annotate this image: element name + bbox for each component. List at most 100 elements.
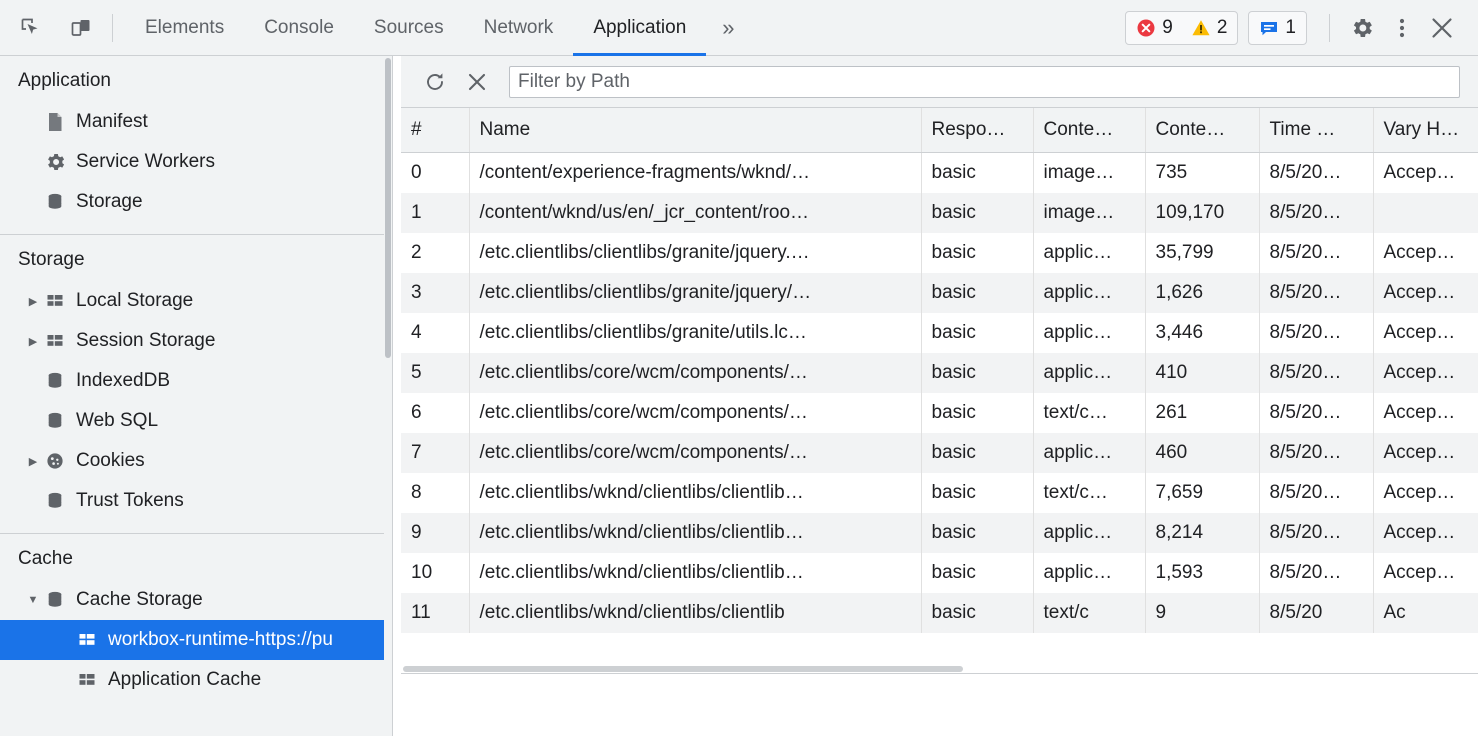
sidebar-item-workbox-runtime-https-pu[interactable]: ▶workbox-runtime-https://pu bbox=[0, 620, 392, 660]
cell-content-length: 35,799 bbox=[1145, 233, 1260, 273]
cell-content-length: 1,626 bbox=[1145, 273, 1260, 313]
sidebar-item-label: Trust Tokens bbox=[76, 490, 184, 511]
table-row[interactable]: 6/etc.clientlibs/core/wcm/components/…ba… bbox=[401, 393, 1478, 433]
sidebar-item-cookies[interactable]: ▶Cookies bbox=[0, 441, 392, 481]
cell-name: /etc.clientlibs/clientlibs/granite/utils… bbox=[469, 313, 922, 353]
tab-label: Console bbox=[264, 16, 334, 38]
cell-response-type: basic bbox=[921, 553, 1034, 593]
table-row[interactable]: 8/etc.clientlibs/wknd/clientlibs/clientl… bbox=[401, 473, 1478, 513]
cell-name: /etc.clientlibs/clientlibs/granite/jquer… bbox=[469, 273, 922, 313]
cell-name: /etc.clientlibs/wknd/clientlibs/clientli… bbox=[469, 593, 922, 633]
cell-index: 2 bbox=[401, 233, 470, 273]
chevron-right-icon[interactable]: ▶ bbox=[28, 335, 38, 348]
column-header-time-cached[interactable]: Time … bbox=[1259, 108, 1374, 153]
table-row[interactable]: 5/etc.clientlibs/core/wcm/components/…ba… bbox=[401, 353, 1478, 393]
cell-name: /etc.clientlibs/clientlibs/granite/jquer… bbox=[469, 233, 922, 273]
table-row[interactable]: 2/etc.clientlibs/clientlibs/granite/jque… bbox=[401, 233, 1478, 273]
more-tabs-icon[interactable]: » bbox=[706, 0, 750, 56]
device-toolbar-icon[interactable] bbox=[64, 11, 98, 45]
cache-entries-grid-wrapper: # Name Respo… Conte… Conte… Time … Vary … bbox=[401, 108, 1478, 674]
chevron-down-icon[interactable]: ▼ bbox=[27, 594, 39, 606]
table-row[interactable]: 1/content/wknd/us/en/_jcr_content/roo…ba… bbox=[401, 193, 1478, 233]
cell-vary-header: Accep… bbox=[1373, 553, 1478, 593]
tab-label: Elements bbox=[145, 16, 225, 38]
cell-content-type: applic… bbox=[1033, 513, 1146, 553]
messages-counter[interactable]: 1 bbox=[1248, 10, 1307, 45]
delete-x-icon[interactable] bbox=[459, 64, 495, 100]
cell-response-type: basic bbox=[921, 513, 1034, 553]
column-header-content-length[interactable]: Conte… bbox=[1145, 108, 1260, 153]
devtools-toolbar: Elements Console Sources Network Applica… bbox=[0, 0, 1478, 56]
filter-by-path-input[interactable] bbox=[509, 65, 1460, 98]
toolbar-right-icons: 9 2 bbox=[1125, 8, 1478, 48]
tab-network[interactable]: Network bbox=[464, 0, 574, 56]
cell-vary-header: Accep… bbox=[1373, 152, 1478, 193]
cell-index: 1 bbox=[401, 193, 470, 233]
sidebar-item-service-workers[interactable]: ▶Service Workers bbox=[0, 142, 392, 182]
toolbar-divider-right bbox=[1329, 13, 1330, 42]
table-icon bbox=[42, 290, 68, 312]
column-header-content-type[interactable]: Conte… bbox=[1033, 108, 1146, 153]
table-row[interactable]: 7/etc.clientlibs/core/wcm/components/…ba… bbox=[401, 433, 1478, 473]
cache-entry-preview-pane bbox=[401, 674, 1478, 736]
table-row[interactable]: 4/etc.clientlibs/clientlibs/granite/util… bbox=[401, 313, 1478, 353]
tab-application[interactable]: Application bbox=[573, 0, 707, 56]
sidebar-item-trust-tokens[interactable]: ▶Trust Tokens bbox=[0, 481, 392, 521]
cell-time-cached: 8/5/20… bbox=[1259, 193, 1374, 233]
sidebar-item-session-storage[interactable]: ▶ Session Storage bbox=[0, 321, 392, 361]
column-header-response-type[interactable]: Respo… bbox=[921, 108, 1034, 153]
refresh-icon[interactable] bbox=[417, 64, 453, 100]
warning-icon bbox=[1191, 18, 1211, 38]
cell-vary-header: Accep… bbox=[1373, 313, 1478, 353]
grid-header: # Name Respo… Conte… Conte… Time … Vary … bbox=[401, 108, 1478, 153]
cell-content-length: 1,593 bbox=[1145, 553, 1260, 593]
sidebar-item-label: Manifest bbox=[76, 111, 148, 132]
message-count: 1 bbox=[1285, 16, 1296, 38]
column-header-vary-header[interactable]: Vary H… bbox=[1373, 108, 1478, 153]
cell-vary-header: Ac bbox=[1373, 593, 1478, 633]
cell-index: 0 bbox=[401, 152, 470, 193]
sidebar-item-application-cache[interactable]: ▶Application Cache bbox=[0, 660, 392, 700]
sidebar-item-cache-storage[interactable]: ▼Cache Storage bbox=[0, 580, 392, 620]
cell-time-cached: 8/5/20… bbox=[1259, 393, 1374, 433]
sidebar-scrollbar[interactable] bbox=[384, 56, 392, 736]
tab-elements[interactable]: Elements bbox=[125, 0, 244, 56]
table-row[interactable]: 9/etc.clientlibs/wknd/clientlibs/clientl… bbox=[401, 513, 1478, 553]
issues-counter[interactable]: 9 2 bbox=[1125, 10, 1239, 45]
cell-content-length: 410 bbox=[1145, 353, 1260, 393]
sidebar-item-indexeddb[interactable]: ▶IndexedDB bbox=[0, 361, 392, 401]
chevron-right-icon[interactable]: ▶ bbox=[28, 295, 38, 308]
cell-vary-header bbox=[1373, 193, 1478, 233]
database-icon bbox=[42, 370, 68, 392]
sidebar-item-manifest[interactable]: ▶Manifest bbox=[0, 102, 392, 142]
tab-sources[interactable]: Sources bbox=[354, 0, 464, 56]
chevron-right-icon[interactable]: ▶ bbox=[28, 455, 38, 468]
table-row[interactable]: 0/content/experience-fragments/wknd/…bas… bbox=[401, 152, 1478, 193]
three-dots-vertical-icon[interactable] bbox=[1382, 8, 1422, 48]
cell-vary-header: Accep… bbox=[1373, 473, 1478, 513]
grid-horizontal-scrollbar-thumb[interactable] bbox=[403, 666, 963, 672]
table-row[interactable]: 11/etc.clientlibs/wknd/clientlibs/client… bbox=[401, 593, 1478, 633]
cell-content-type: text/c bbox=[1033, 593, 1146, 633]
sidebar-item-label: Session Storage bbox=[76, 330, 216, 351]
gear-icon[interactable] bbox=[1342, 8, 1382, 48]
tab-console[interactable]: Console bbox=[244, 0, 354, 56]
table-icon bbox=[42, 330, 68, 352]
cursor-select-icon[interactable] bbox=[14, 11, 48, 45]
sidebar-item-local-storage[interactable]: ▶Local Storage bbox=[0, 281, 392, 321]
column-header-name[interactable]: Name bbox=[469, 108, 922, 153]
sidebar-item-web-sql[interactable]: ▶Web SQL bbox=[0, 401, 392, 441]
cell-content-length: 109,170 bbox=[1145, 193, 1260, 233]
sidebar-item-storage[interactable]: ▶Storage bbox=[0, 182, 392, 222]
grid-horizontal-scrollbar[interactable] bbox=[401, 665, 1478, 673]
sidebar-item-label: workbox-runtime-https://pu bbox=[108, 629, 333, 650]
cache-storage-panel: # Name Respo… Conte… Conte… Time … Vary … bbox=[401, 56, 1478, 736]
column-header-index[interactable]: # bbox=[401, 108, 470, 153]
table-row[interactable]: 3/etc.clientlibs/clientlibs/granite/jque… bbox=[401, 273, 1478, 313]
cell-index: 8 bbox=[401, 473, 470, 513]
sidebar-item-label: Application Cache bbox=[108, 669, 262, 690]
sidebar-scrollbar-thumb[interactable] bbox=[385, 58, 391, 358]
close-icon[interactable] bbox=[1422, 8, 1462, 48]
database-icon bbox=[42, 589, 68, 611]
table-row[interactable]: 10/etc.clientlibs/wknd/clientlibs/client… bbox=[401, 553, 1478, 593]
